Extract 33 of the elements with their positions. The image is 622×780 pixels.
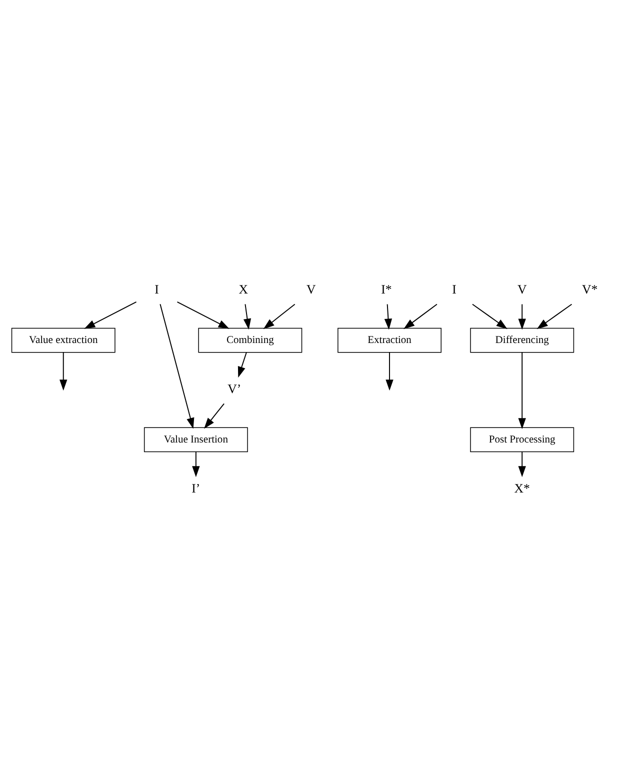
arrow [243,304,252,330]
node-text: X [238,282,248,297]
arrow [384,304,392,330]
node-box: Combining [198,328,302,353]
node-text: V* [582,282,598,297]
node-text: V [517,282,527,297]
arrow [84,301,137,329]
arrow [176,301,230,329]
arrow [238,352,247,378]
arrow [518,352,526,430]
node-text: I’ [192,482,200,496]
arrow [204,403,225,429]
node-text: V [306,282,316,297]
node-text: V’ [228,382,242,396]
arrow [60,352,68,391]
node-box: Extraction [338,328,442,353]
arrow [518,304,526,330]
arrow [160,304,194,429]
node-text: X* [514,482,530,496]
node-box: Post Processing [470,427,574,452]
arrow [518,451,526,478]
node-box: Value Insertion [144,427,248,452]
arrow [386,352,394,391]
arrow [536,304,572,330]
node-box: Value extraction [11,328,116,353]
arrow [472,304,508,330]
arrow [404,304,438,330]
arrow [263,304,296,330]
node-text: I* [381,282,392,297]
arrow [192,451,200,478]
node-text: I [154,282,159,297]
node-box: Differencing [470,328,574,353]
node-text: I [452,282,456,297]
